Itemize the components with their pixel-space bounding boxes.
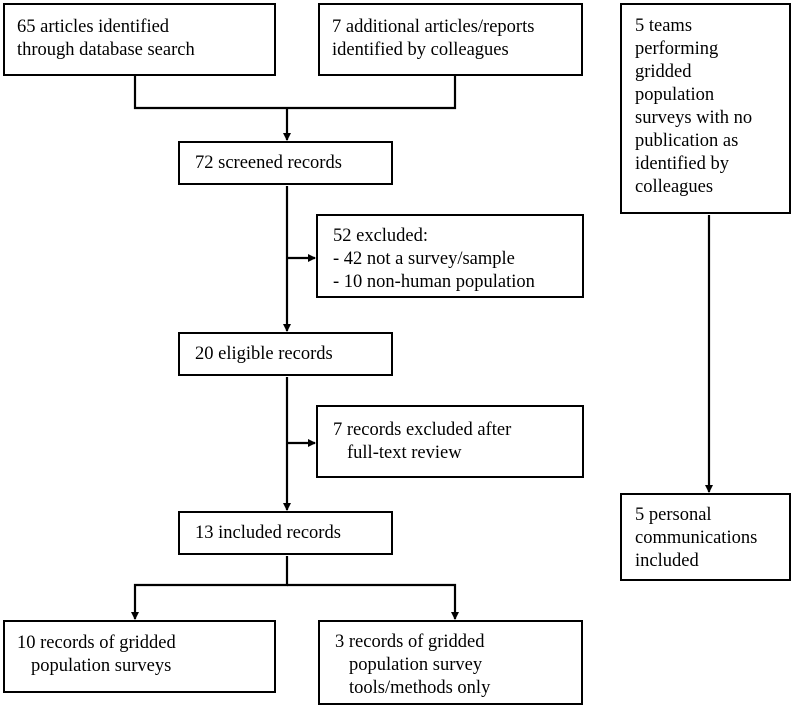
box-line: 65 articles identified (17, 17, 170, 37)
box-line: population (635, 85, 715, 105)
box-line: 5 personal (635, 505, 712, 525)
box-line: gridded (635, 62, 692, 82)
box-line: performing (635, 39, 719, 59)
box-line: 13 included records (195, 523, 341, 543)
tools-methods-box: 3 records of gridded population survey t… (318, 620, 583, 705)
teams-unpublished-box: 5 teams performing gridded population su… (620, 3, 791, 214)
box-line: included (635, 551, 699, 571)
box-line: 20 eligible records (195, 344, 333, 364)
gridded-surveys-box: 10 records of gridded population surveys (3, 620, 276, 693)
eligible-records-box: 20 eligible records (178, 332, 393, 376)
box-line: 72 screened records (195, 153, 342, 173)
excluded-52-box: 52 excluded: - 42 not a survey/sample - … (316, 214, 584, 298)
box-line: 3 records of gridded (335, 632, 485, 652)
box-line: 7 records excluded after (333, 420, 512, 440)
merge-connector (133, 76, 457, 110)
split-connector-right (287, 583, 459, 620)
box-line: through database search (17, 40, 195, 60)
box-line: 10 records of gridded (17, 633, 176, 653)
included-records-box: 13 included records (178, 511, 393, 555)
box-line: tools/methods only (349, 678, 491, 698)
database-search-box: 65 articles identified through database … (3, 3, 276, 76)
box-line: publication as (635, 131, 739, 151)
box-line: colleagues (635, 177, 714, 197)
box-line: communications (635, 528, 758, 548)
exclusion-reason: - 10 non-human population (333, 272, 535, 292)
box-line: identified by colleagues (332, 40, 509, 60)
box-line: 7 additional articles/reports (332, 17, 535, 37)
split-connector (131, 556, 289, 620)
box-line: population survey (349, 655, 483, 675)
personal-communications-box: 5 personal communications included (620, 493, 791, 581)
box-line: 5 teams (635, 16, 693, 36)
box-line: identified by (635, 154, 730, 174)
screened-records-box: 72 screened records (178, 141, 393, 185)
colleague-reports-box: 7 additional articles/reports identified… (318, 3, 583, 76)
excluded-7-box: 7 records excluded after full-text revie… (316, 405, 584, 478)
box-line: surveys with no (635, 108, 753, 128)
exclusion-reason: - 42 not a survey/sample (333, 249, 515, 269)
box-line: population surveys (31, 656, 172, 676)
box-line: full-text review (347, 443, 462, 463)
box-heading: 52 excluded: (333, 226, 429, 246)
